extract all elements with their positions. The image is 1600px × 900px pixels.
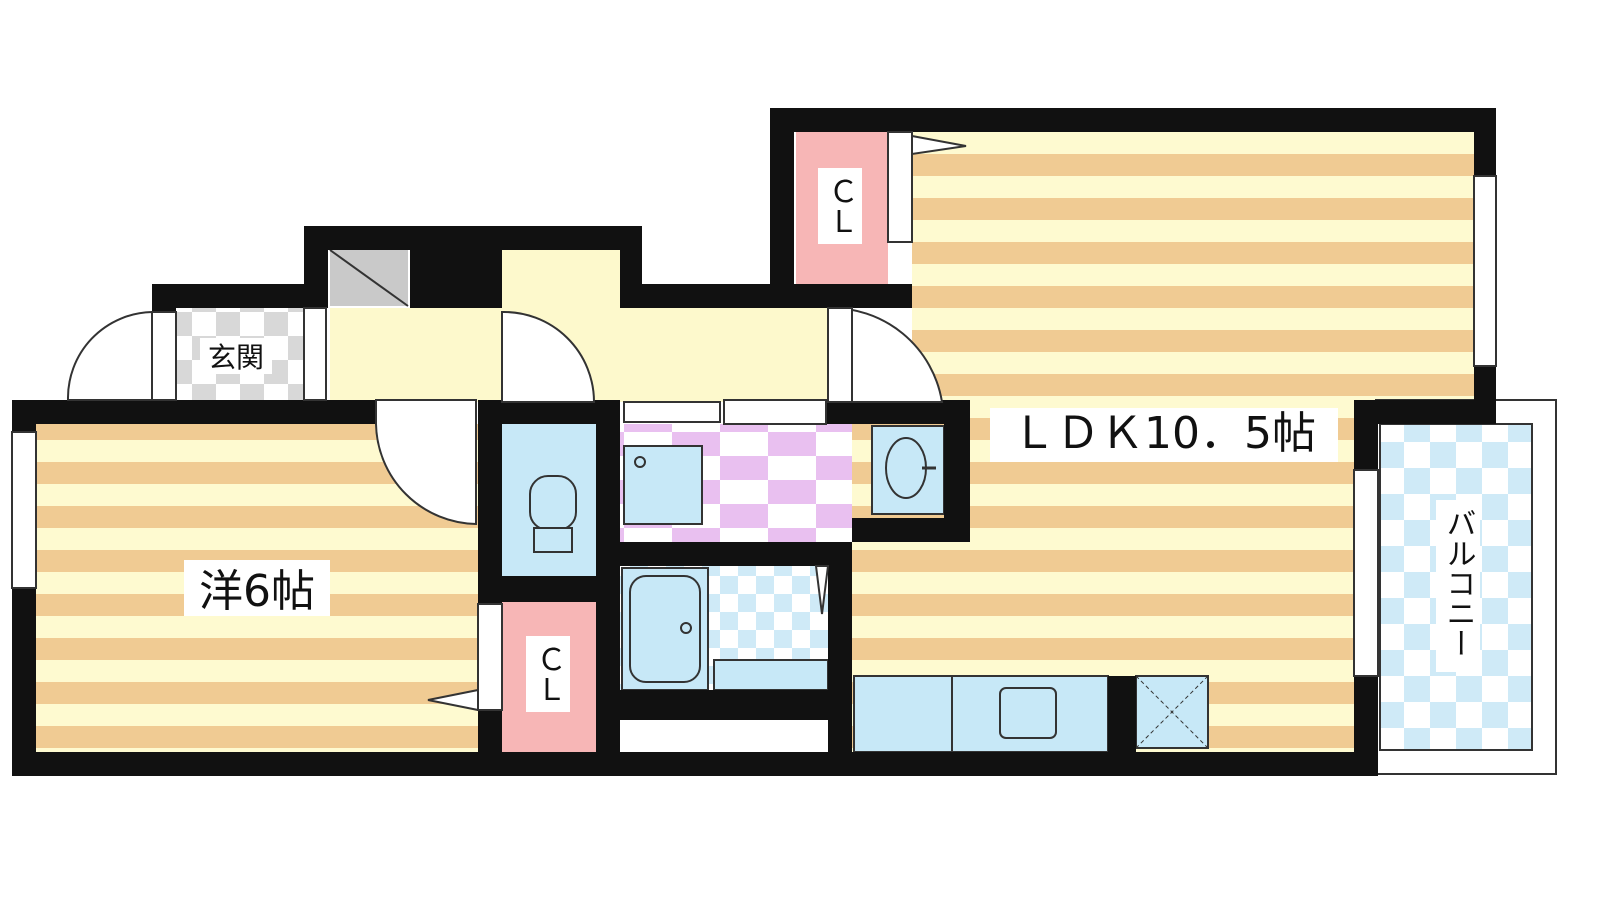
genkan-label: 玄関 [208, 341, 264, 374]
washroom [620, 424, 945, 542]
balcony-label: バルコニー [1441, 508, 1476, 658]
toilet-room [502, 424, 596, 576]
bathroom [620, 566, 830, 691]
doors [66, 134, 967, 712]
balcony [1375, 399, 1557, 775]
closet-ldk-label: ＣＬ [823, 176, 858, 236]
western-room-label: 洋6帖 [199, 566, 315, 617]
windows [11, 131, 1497, 711]
kitchen-counter [853, 675, 1209, 753]
closet-western-label: ＣＬ [531, 644, 566, 704]
shoe-storage [329, 249, 409, 307]
ldk-label: ＬＤＫ10．5帖 [1012, 408, 1316, 459]
room-labels: ＬＤＫ10．5帖 洋6帖 玄関 バルコニー ＣＬ ＣＬ [184, 168, 1480, 712]
